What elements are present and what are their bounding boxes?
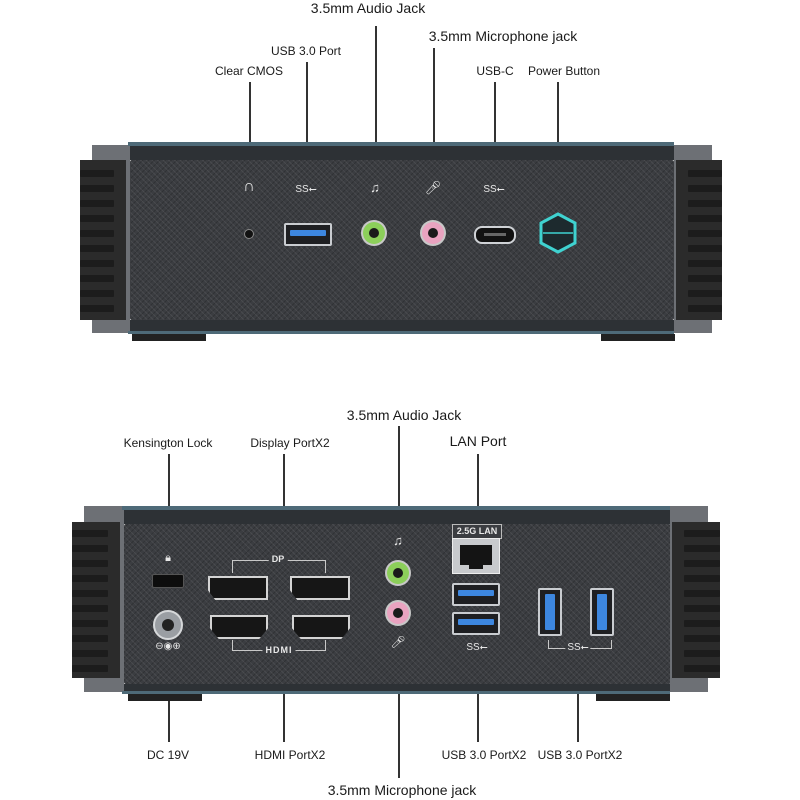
top-rim <box>128 142 674 146</box>
label-usb30-left: USB 3.0 PortX2 <box>441 748 527 762</box>
bottom-bar <box>130 320 674 332</box>
rear-right-foot <box>596 694 670 701</box>
microphone-icon-rear: 🎤︎ <box>390 635 406 649</box>
rear-left-foot <box>128 694 202 701</box>
leader-line-hdmi <box>283 686 285 742</box>
rear-left-heatsink <box>72 522 120 678</box>
usb-c-port[interactable] <box>474 226 516 244</box>
leader-line-audio-top <box>375 26 377 150</box>
leader-line-lan <box>477 454 479 526</box>
leader-line-usb-right <box>577 660 579 742</box>
usb30-port-front[interactable] <box>284 223 332 246</box>
dc-19v-jack[interactable] <box>153 610 183 640</box>
lan-port[interactable] <box>452 538 500 574</box>
label-hdmi-port: HDMI PortX2 <box>254 748 326 762</box>
leader-line-usb-c <box>494 82 496 150</box>
usb30-rear-1[interactable] <box>452 583 500 606</box>
rear-top-bar <box>124 510 670 524</box>
leader-line-usb-left <box>477 686 479 742</box>
leader-line-usb30 <box>306 62 308 150</box>
rear-right-heatsink <box>672 522 720 678</box>
leader-line-audio-bottom <box>398 426 400 508</box>
kensington-lock-slot[interactable] <box>152 574 184 588</box>
leader-line-display <box>283 454 285 546</box>
hdmi-port-1[interactable] <box>210 615 268 639</box>
right-heatsink <box>676 160 722 320</box>
usb-ss-icon: SS⭠ <box>295 184 317 195</box>
label-usb-c: USB-C <box>476 64 514 78</box>
label-mic-jack-bottom: 3.5mm Microphone jack <box>327 782 477 798</box>
label-display-port: Display PortX2 <box>250 436 330 450</box>
usbc-ss-icon: SS⭠ <box>483 184 505 195</box>
dp-text: DP <box>268 554 288 564</box>
rear-bottom-rim <box>122 691 670 694</box>
mic-jack-rear[interactable] <box>387 602 409 624</box>
leader-line-clear-cmos <box>249 82 251 150</box>
label-audio-jack-bottom: 3.5mm Audio Jack <box>346 407 462 423</box>
usb30-rear-4[interactable] <box>590 588 614 636</box>
label-lan-port: LAN Port <box>449 433 507 449</box>
label-kensington: Kensington Lock <box>123 436 213 450</box>
audio-jack-front[interactable] <box>363 222 385 244</box>
headphone-icon: ♫ <box>370 180 380 195</box>
usb-ss-icon-right: SS⭠ <box>565 642 591 653</box>
bottom-rim <box>128 331 674 334</box>
lock-icon: 🔒︎ <box>165 552 171 564</box>
label-usb30-port: USB 3.0 Port <box>270 44 342 58</box>
audio-jack-rear[interactable] <box>387 562 409 584</box>
label-usb30-right: USB 3.0 PortX2 <box>537 748 623 762</box>
clear-cmos-hole[interactable] <box>244 229 254 239</box>
hdmi-port-2[interactable] <box>292 615 350 639</box>
leader-line-kensington <box>168 454 170 526</box>
top-bar <box>130 146 674 160</box>
label-audio-jack-top: 3.5mm Audio Jack <box>310 0 426 16</box>
hdmi-text: HDMI <box>262 645 296 655</box>
leader-line-mic-top <box>433 48 435 150</box>
mic-jack-front[interactable] <box>422 222 444 244</box>
label-dc-19v: DC 19V <box>146 748 190 762</box>
leader-line-mic-bottom <box>398 690 400 778</box>
leader-line-dc <box>168 686 170 742</box>
rear-top-rim <box>122 506 670 510</box>
headphone-icon-rear: ♫ <box>393 533 403 548</box>
left-heatsink <box>80 160 126 320</box>
rear-bottom-bar <box>124 684 670 692</box>
right-foot <box>601 334 675 341</box>
front-face <box>130 160 674 320</box>
left-foot <box>132 334 206 341</box>
usb30-rear-3[interactable] <box>538 588 562 636</box>
label-clear-cmos: Clear CMOS <box>214 64 284 78</box>
usb30-rear-2[interactable] <box>452 612 500 635</box>
displayport-1[interactable] <box>208 576 268 600</box>
label-power-button: Power Button <box>527 64 601 78</box>
dc-polarity-icon: ⊖◉⊕ <box>155 641 181 652</box>
usb-ss-icon-left: SS⭠ <box>466 642 488 653</box>
microphone-icon: 🎤︎ <box>424 180 442 195</box>
lan-speed-label: 2.5G LAN <box>452 524 502 539</box>
label-mic-jack-top: 3.5mm Microphone jack <box>428 28 578 44</box>
leader-line-power <box>557 82 559 150</box>
displayport-2[interactable] <box>290 576 350 600</box>
power-button[interactable] <box>537 212 579 254</box>
headphone-arc-icon: ∩ <box>243 178 255 195</box>
